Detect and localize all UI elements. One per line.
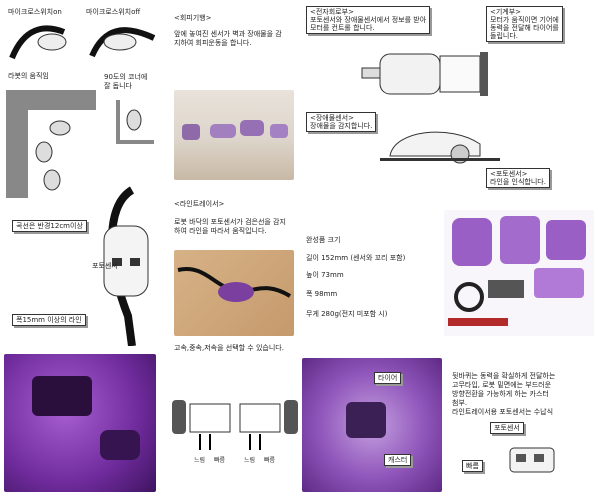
drive-desc-2: 고무타입, 로봇 밑면에는 부드러운 <box>452 381 552 389</box>
corner-wall-diagram <box>6 90 154 198</box>
caster-label: 캐스터 <box>384 454 412 466</box>
avoid-title: <회피기행> <box>174 14 212 22</box>
robot-underside-photo <box>4 354 156 492</box>
spec-height: 높이 73mm <box>306 271 344 279</box>
robot-motion-label: 라봇의 움직임 <box>8 72 49 80</box>
line-trace-photo <box>174 250 294 336</box>
switch-robots-illustration <box>9 25 156 60</box>
drive-desc-4: 첨부. <box>452 399 468 407</box>
avoid-desc-2: 지하여 회피운동을 합니다. <box>174 39 252 47</box>
robot-sideview-diagram <box>380 131 500 164</box>
diagram-slow-left: 느림 <box>194 457 206 464</box>
spec-width: 폭 98mm <box>306 290 338 298</box>
line-trace-title: <라인트레이서> <box>174 200 225 208</box>
line-trace-desc-1: 로봇 바닥의 포토센서가 검은선을 감지 <box>174 218 286 226</box>
avoid-photo <box>174 90 294 180</box>
avoid-desc-1: 앞에 놓여진 센서가 벽과 장애물을 감 <box>174 30 282 38</box>
line-width-label: 폭15mm 이상의 라인 <box>12 314 86 326</box>
obstacle-callout: <장애물센서> 장애물을 감지합니다. <box>306 112 377 132</box>
curve-radius-label: 곡선은 반경12cm이상 <box>12 220 87 232</box>
diagram-slow-right: 느림 <box>244 457 256 464</box>
gear-callout: <기계부> 모터가 움직이면 기어에 동력을 전달해 타이어를 돌립니다. <box>486 6 563 42</box>
kit-parts-photo <box>444 210 594 336</box>
corner-label-2: 잘 돕니다 <box>104 82 132 90</box>
drive-desc-1: 뒷바퀴는 동력을 확실하게 전달하는 <box>452 372 556 380</box>
diagram-fast-right: 빠름 <box>264 457 276 464</box>
drive-closeup-photo <box>302 358 442 492</box>
photosensor-bottom-label: 포토센서 <box>490 422 524 434</box>
drive-desc-5: 라인트레이서용 포토센서는 수납식 <box>452 408 554 416</box>
switch-on-label: 마이크로스위치on <box>8 8 62 16</box>
electronic-callout: <전자회로부> 포토센서와 장애물센서에서 정보를 받아 모터를 컨트롤 합니다… <box>306 6 431 34</box>
wheel-speed-diagram <box>172 400 298 450</box>
spec-weight: 무게 280g(전지 미포함 시) <box>306 310 388 318</box>
corner-label-1: 90도의 코너에 <box>104 73 148 81</box>
drive-desc-3: 방향전환을 가능하게 하는 카스터 <box>452 390 549 398</box>
photosensor-unit-diagram <box>509 447 555 473</box>
diagram-fast-left: 빠름 <box>214 457 226 464</box>
spec-length: 길이 152mm (센서와 꼬리 포함) <box>306 254 406 262</box>
line-trace-photo-track <box>177 266 292 302</box>
fast-label: 빠름 <box>462 460 483 472</box>
spec-title: 완성품 크기 <box>306 236 341 244</box>
speed-note: 고속,중속,저속을 선택할 수 있습니다. <box>174 344 284 352</box>
photo-callout: <포토센서> 라인을 인식합니다. <box>486 168 550 188</box>
photosensor-left-label: 포토센서 <box>92 262 118 270</box>
tire-label: 타이어 <box>374 372 402 384</box>
robot-topview-diagram <box>361 52 488 96</box>
line-trace-desc-2: 하여 라인을 따라서 움직입니다. <box>174 227 267 235</box>
switch-off-label: 마이크로스위치off <box>86 8 141 16</box>
line-trace-diagram <box>103 186 149 346</box>
